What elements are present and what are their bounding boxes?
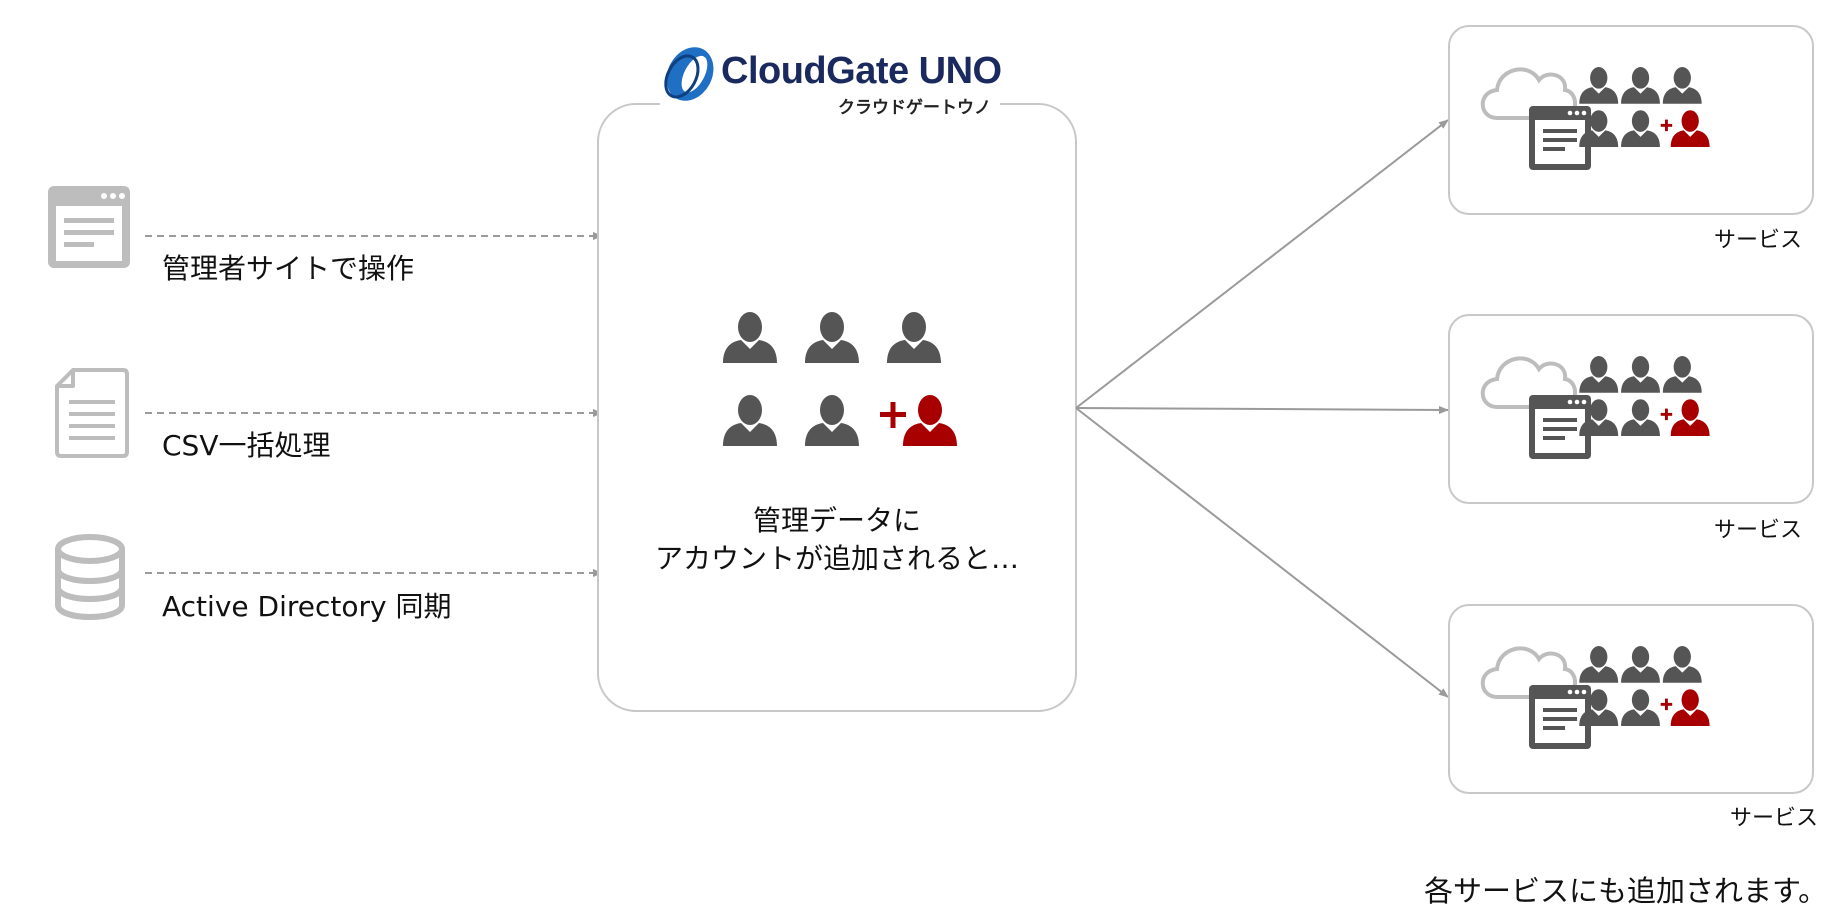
csv-document-icon — [55, 368, 129, 458]
footer-note: 各サービスにも追加されます。 — [1424, 874, 1828, 908]
service-user-grid — [1579, 646, 1710, 726]
center-user-grid — [723, 312, 957, 446]
cloud-icon — [1480, 67, 1577, 120]
arrow-to-service-2 — [1075, 405, 1449, 414]
database-icon — [55, 534, 125, 620]
source-label-admin-site: 管理者サイトで操作 — [162, 252, 415, 285]
center-caption-line-2: アカウントが追加されると… — [654, 542, 1019, 575]
service-box-1 — [1448, 25, 1814, 215]
service-label-1: サービス — [1714, 228, 1803, 253]
arrow-to-service-3 — [1075, 407, 1449, 698]
service-box-3 — [1448, 604, 1814, 794]
center-caption: 管理データに アカウントが追加されると… — [600, 502, 1074, 578]
cloud-icon — [1480, 646, 1577, 699]
admin-site-window-icon — [48, 186, 130, 268]
source-label-csv: CSV一括処理 — [162, 429, 331, 462]
service-user-grid — [1579, 67, 1710, 147]
source-label-active-directory: Active Directory 同期 — [162, 590, 452, 623]
arrow-to-service-1 — [1075, 119, 1449, 409]
center-caption-line-1: 管理データに — [752, 504, 921, 537]
logo-wordmark: CloudGate UNO — [721, 50, 1002, 92]
cloud-icon — [1480, 356, 1577, 409]
service-window-icon — [1529, 106, 1591, 170]
service-label-2: サービス — [1714, 518, 1803, 543]
service-box-2 — [1448, 314, 1814, 504]
service-user-grid — [1579, 356, 1710, 436]
plus-icon — [880, 402, 906, 428]
logo-subtitle: クラウドゲートウノ — [838, 98, 991, 118]
cloudgate-logo-icon — [664, 47, 714, 101]
service-window-icon — [1529, 395, 1591, 459]
service-window-icon — [1529, 685, 1591, 749]
service-label-3: サービス — [1730, 806, 1819, 831]
